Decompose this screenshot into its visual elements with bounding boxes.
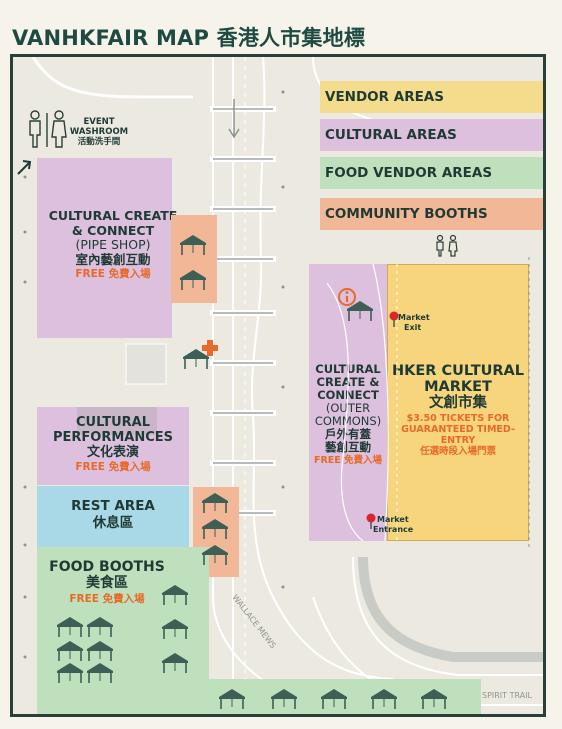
zone-cultural-create-pipe-shop[interactable] (37, 158, 172, 338)
market-entrance-label: Market Entrance (373, 515, 414, 534)
legend-community-booths: COMMUNITY BOOTHS (320, 198, 543, 230)
legend-vendor-areas: VENDOR AREAS (320, 81, 543, 113)
zone-label-hker-market: HKER CULTURAL MARKET 文創市集 $3.50 TICKETS … (391, 363, 525, 457)
info-icon[interactable] (337, 287, 357, 307)
washroom-label: EVENT WASHROOM 活動洗手間 (69, 117, 129, 147)
zone-rest-area[interactable] (37, 486, 189, 547)
arrow-up-right-icon (17, 160, 32, 175)
zone-food-booths[interactable] (37, 547, 209, 714)
map-title: VANHKFAIR MAP 香港人市集地標 (12, 26, 366, 50)
street-label-spirit-trail: SPIRIT TRAIL (481, 691, 533, 700)
zone-hker-cultural-market[interactable] (387, 264, 529, 541)
zone-label-food-booths: FOOD BOOTHS 美食區 FREE 免費入場 (49, 559, 165, 605)
market-exit-label: Market Exit (398, 313, 430, 332)
market-washroom-icon (436, 234, 458, 257)
zone-label-rest-area: REST AREA 休息區 (71, 498, 155, 531)
market-entrance-pin-icon[interactable] (365, 513, 377, 529)
tents-layer (56, 234, 448, 710)
market-exit-pin-icon[interactable] (388, 311, 400, 327)
road-network (23, 57, 543, 712)
zone-label-performances: CULTURAL PERFORMANCES 文化表演 FREE 免費入場 (52, 415, 174, 473)
zone-label-pipe-shop: CULTURAL CREATE & CONNECT (PIPE SHOP) 室內… (48, 208, 178, 280)
map-frame: VENDOR AREAS CULTURAL AREAS FOOD VENDOR … (10, 54, 546, 717)
washroom-icon (29, 110, 67, 148)
legend-cultural-areas: CULTURAL AREAS (320, 119, 543, 151)
legend-food-vendor-areas: FOOD VENDOR AREAS (320, 157, 543, 189)
first-aid-icon[interactable] (201, 339, 219, 357)
performance-stage-shade (77, 407, 157, 435)
market-paths (326, 257, 530, 547)
community-booth-zone-upper[interactable] (171, 215, 217, 303)
